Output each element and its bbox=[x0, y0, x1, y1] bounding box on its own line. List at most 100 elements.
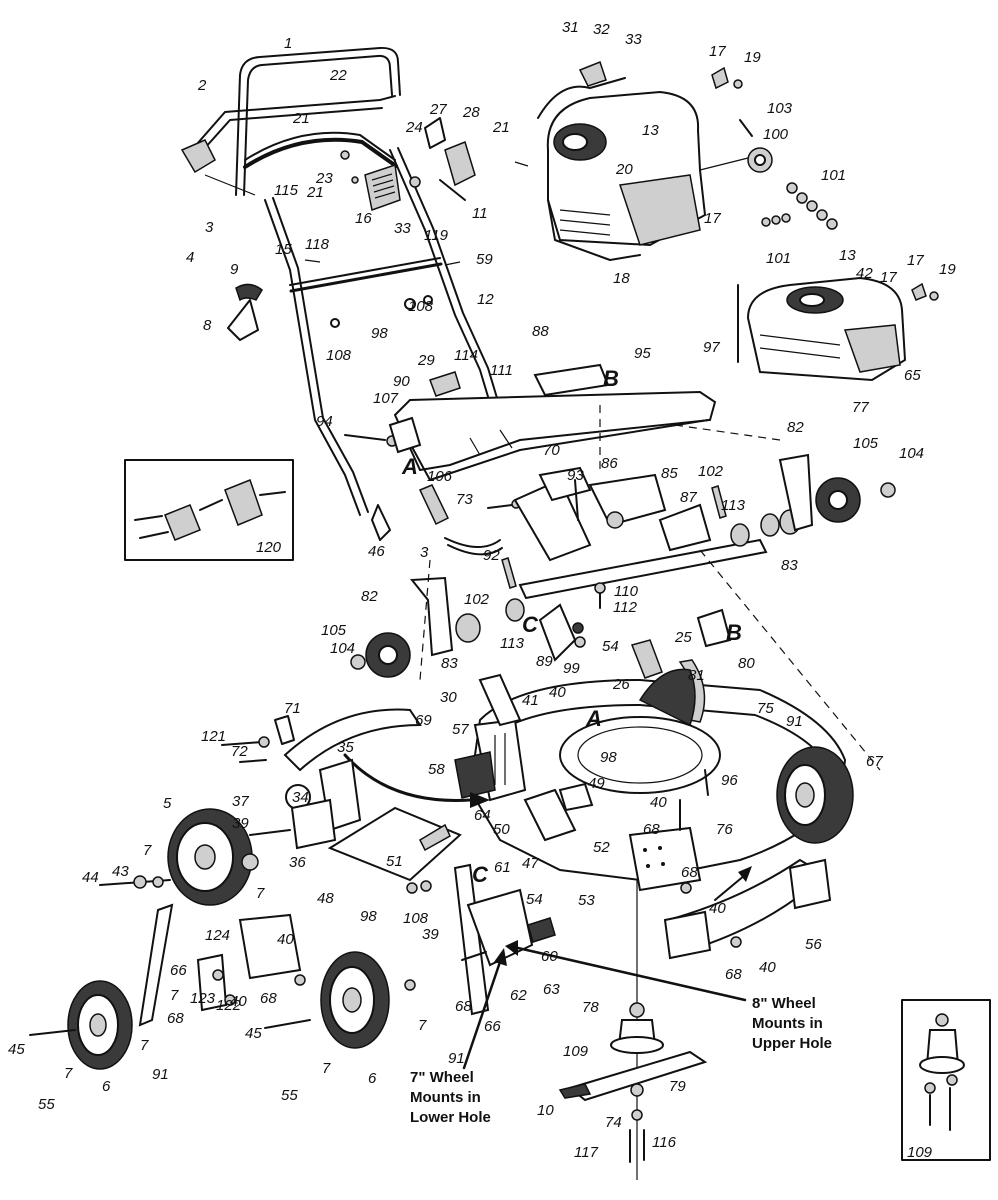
part-label-l83a: 83 bbox=[781, 557, 798, 574]
part-label-l36: 36 bbox=[289, 854, 306, 871]
part-label-l110: 110 bbox=[614, 583, 639, 600]
part-label-l34: 34 bbox=[292, 789, 309, 806]
part-label-l40d: 40 bbox=[759, 959, 776, 976]
part-label-l21b: 21 bbox=[492, 119, 510, 136]
part-label-l101b: 101 bbox=[766, 250, 791, 267]
part-label-l103: 103 bbox=[767, 100, 793, 117]
part-label-l7e: 7 bbox=[418, 1017, 427, 1034]
part-label-l21a: 21 bbox=[292, 110, 310, 127]
part-label-l53: 53 bbox=[578, 892, 595, 909]
part-label-l7b: 7 bbox=[256, 885, 265, 902]
part-label-l7a: 7 bbox=[143, 842, 152, 859]
engine-alternate bbox=[737, 276, 939, 382]
part-label-l25: 25 bbox=[674, 629, 692, 646]
part-label-l96: 96 bbox=[721, 772, 738, 789]
part-label-l121: 121 bbox=[201, 728, 226, 745]
part-label-l117: 117 bbox=[574, 1144, 599, 1161]
part-label-l91a: 91 bbox=[786, 713, 803, 730]
part-label-l104b: 104 bbox=[330, 640, 355, 657]
part-label-l40a: 40 bbox=[549, 684, 566, 701]
part-label-l107: 107 bbox=[373, 390, 399, 407]
part-label-l42: 42 bbox=[856, 265, 873, 282]
rear-shield bbox=[221, 708, 422, 772]
part-label-l56: 56 bbox=[805, 936, 822, 953]
part-label-l54b: 54 bbox=[526, 891, 543, 908]
part-label-l105b: 105 bbox=[321, 622, 347, 639]
part-label-l11: 11 bbox=[472, 205, 488, 222]
part-label-l108b: 108 bbox=[326, 347, 352, 364]
height-lever-left bbox=[138, 903, 174, 1027]
part-label-l16: 16 bbox=[355, 210, 372, 227]
part-label-l33a: 33 bbox=[625, 31, 642, 48]
part-label-l68a: 68 bbox=[643, 821, 660, 838]
part-label-l2: 2 bbox=[197, 77, 207, 94]
part-label-l68f: 68 bbox=[260, 990, 277, 1007]
part-label-l47: 47 bbox=[522, 855, 539, 872]
part-label-l9: 9 bbox=[230, 261, 239, 278]
part-label-l45b: 45 bbox=[245, 1025, 262, 1042]
part-label-l67: 67 bbox=[866, 753, 883, 770]
part-label-l6a: 6 bbox=[102, 1078, 111, 1095]
part-label-l113b: 113 bbox=[500, 635, 525, 652]
part-label-l98b: 98 bbox=[600, 749, 617, 766]
part-label-l75: 75 bbox=[757, 700, 774, 717]
axle-bolt-45b bbox=[264, 1019, 311, 1029]
part-label-l82a: 82 bbox=[787, 419, 804, 436]
front-wheel-6b bbox=[320, 951, 390, 1049]
part-label-l55a: 55 bbox=[38, 1096, 55, 1113]
part-label-l52: 52 bbox=[593, 839, 610, 856]
part-label-l106: 106 bbox=[427, 468, 453, 485]
part-label-l13a: 13 bbox=[642, 122, 659, 139]
part-label-l73: 73 bbox=[456, 491, 473, 508]
part-label-l37: 37 bbox=[232, 793, 249, 810]
part-label-l108c: 108 bbox=[403, 910, 429, 927]
part-label-l10: 10 bbox=[537, 1102, 554, 1119]
part-label-l90: 90 bbox=[393, 373, 410, 390]
part-label-l17b: 17 bbox=[704, 210, 721, 227]
note-7-wheel-line3: Lower Hole bbox=[410, 1109, 491, 1126]
part-label-l23: 23 bbox=[315, 170, 333, 187]
part-label-l40b: 40 bbox=[650, 794, 667, 811]
wheel-note-arrows bbox=[462, 940, 747, 1070]
part-label-l43: 43 bbox=[112, 863, 129, 880]
part-label-l26: 26 bbox=[612, 676, 630, 693]
part-label-l48: 48 bbox=[317, 890, 334, 907]
note-8-wheel-line3: Upper Hole bbox=[752, 1035, 832, 1052]
part-label-l29: 29 bbox=[417, 352, 435, 369]
part-label-l15: 15 bbox=[275, 241, 292, 258]
rear-wheel-left-partial bbox=[638, 668, 696, 727]
part-label-l93: 93 bbox=[567, 467, 584, 484]
part-label-l76: 76 bbox=[716, 821, 733, 838]
part-label-l8: 8 bbox=[203, 317, 212, 334]
part-label-l1: 1 bbox=[284, 35, 292, 52]
part-label-l59: 59 bbox=[476, 251, 493, 268]
letter-c-front: C bbox=[472, 862, 489, 887]
part-label-l39b: 39 bbox=[422, 926, 439, 943]
part-label-l91c: 91 bbox=[448, 1050, 465, 1067]
note-7-wheel-line1: 7" Wheel bbox=[410, 1069, 474, 1086]
part-label-l17c: 17 bbox=[880, 269, 897, 286]
part-label-l17d: 17 bbox=[907, 252, 924, 269]
part-label-l109a: 109 bbox=[563, 1043, 589, 1060]
part-label-l7g: 7 bbox=[170, 987, 179, 1004]
part-label-l7c: 7 bbox=[140, 1037, 149, 1054]
handle-assembly bbox=[180, 46, 529, 541]
part-label-l124: 124 bbox=[205, 927, 230, 944]
part-label-l72: 72 bbox=[231, 743, 248, 760]
part-label-l89: 89 bbox=[536, 653, 553, 670]
part-label-l12: 12 bbox=[477, 291, 494, 308]
rear-wheel-right bbox=[776, 746, 854, 844]
part-label-l18: 18 bbox=[613, 270, 630, 287]
part-label-l19a: 19 bbox=[744, 49, 761, 66]
part-label-l104a: 104 bbox=[899, 445, 924, 462]
part-label-l112: 112 bbox=[613, 599, 638, 616]
part-label-l3b: 3 bbox=[420, 544, 429, 561]
part-label-l44: 44 bbox=[82, 869, 99, 886]
height-lever-right bbox=[453, 863, 490, 1016]
letter-a-deck: A bbox=[585, 706, 602, 731]
part-label-l118: 118 bbox=[305, 236, 330, 253]
part-label-l30: 30 bbox=[440, 689, 457, 706]
part-label-l32: 32 bbox=[593, 21, 610, 38]
